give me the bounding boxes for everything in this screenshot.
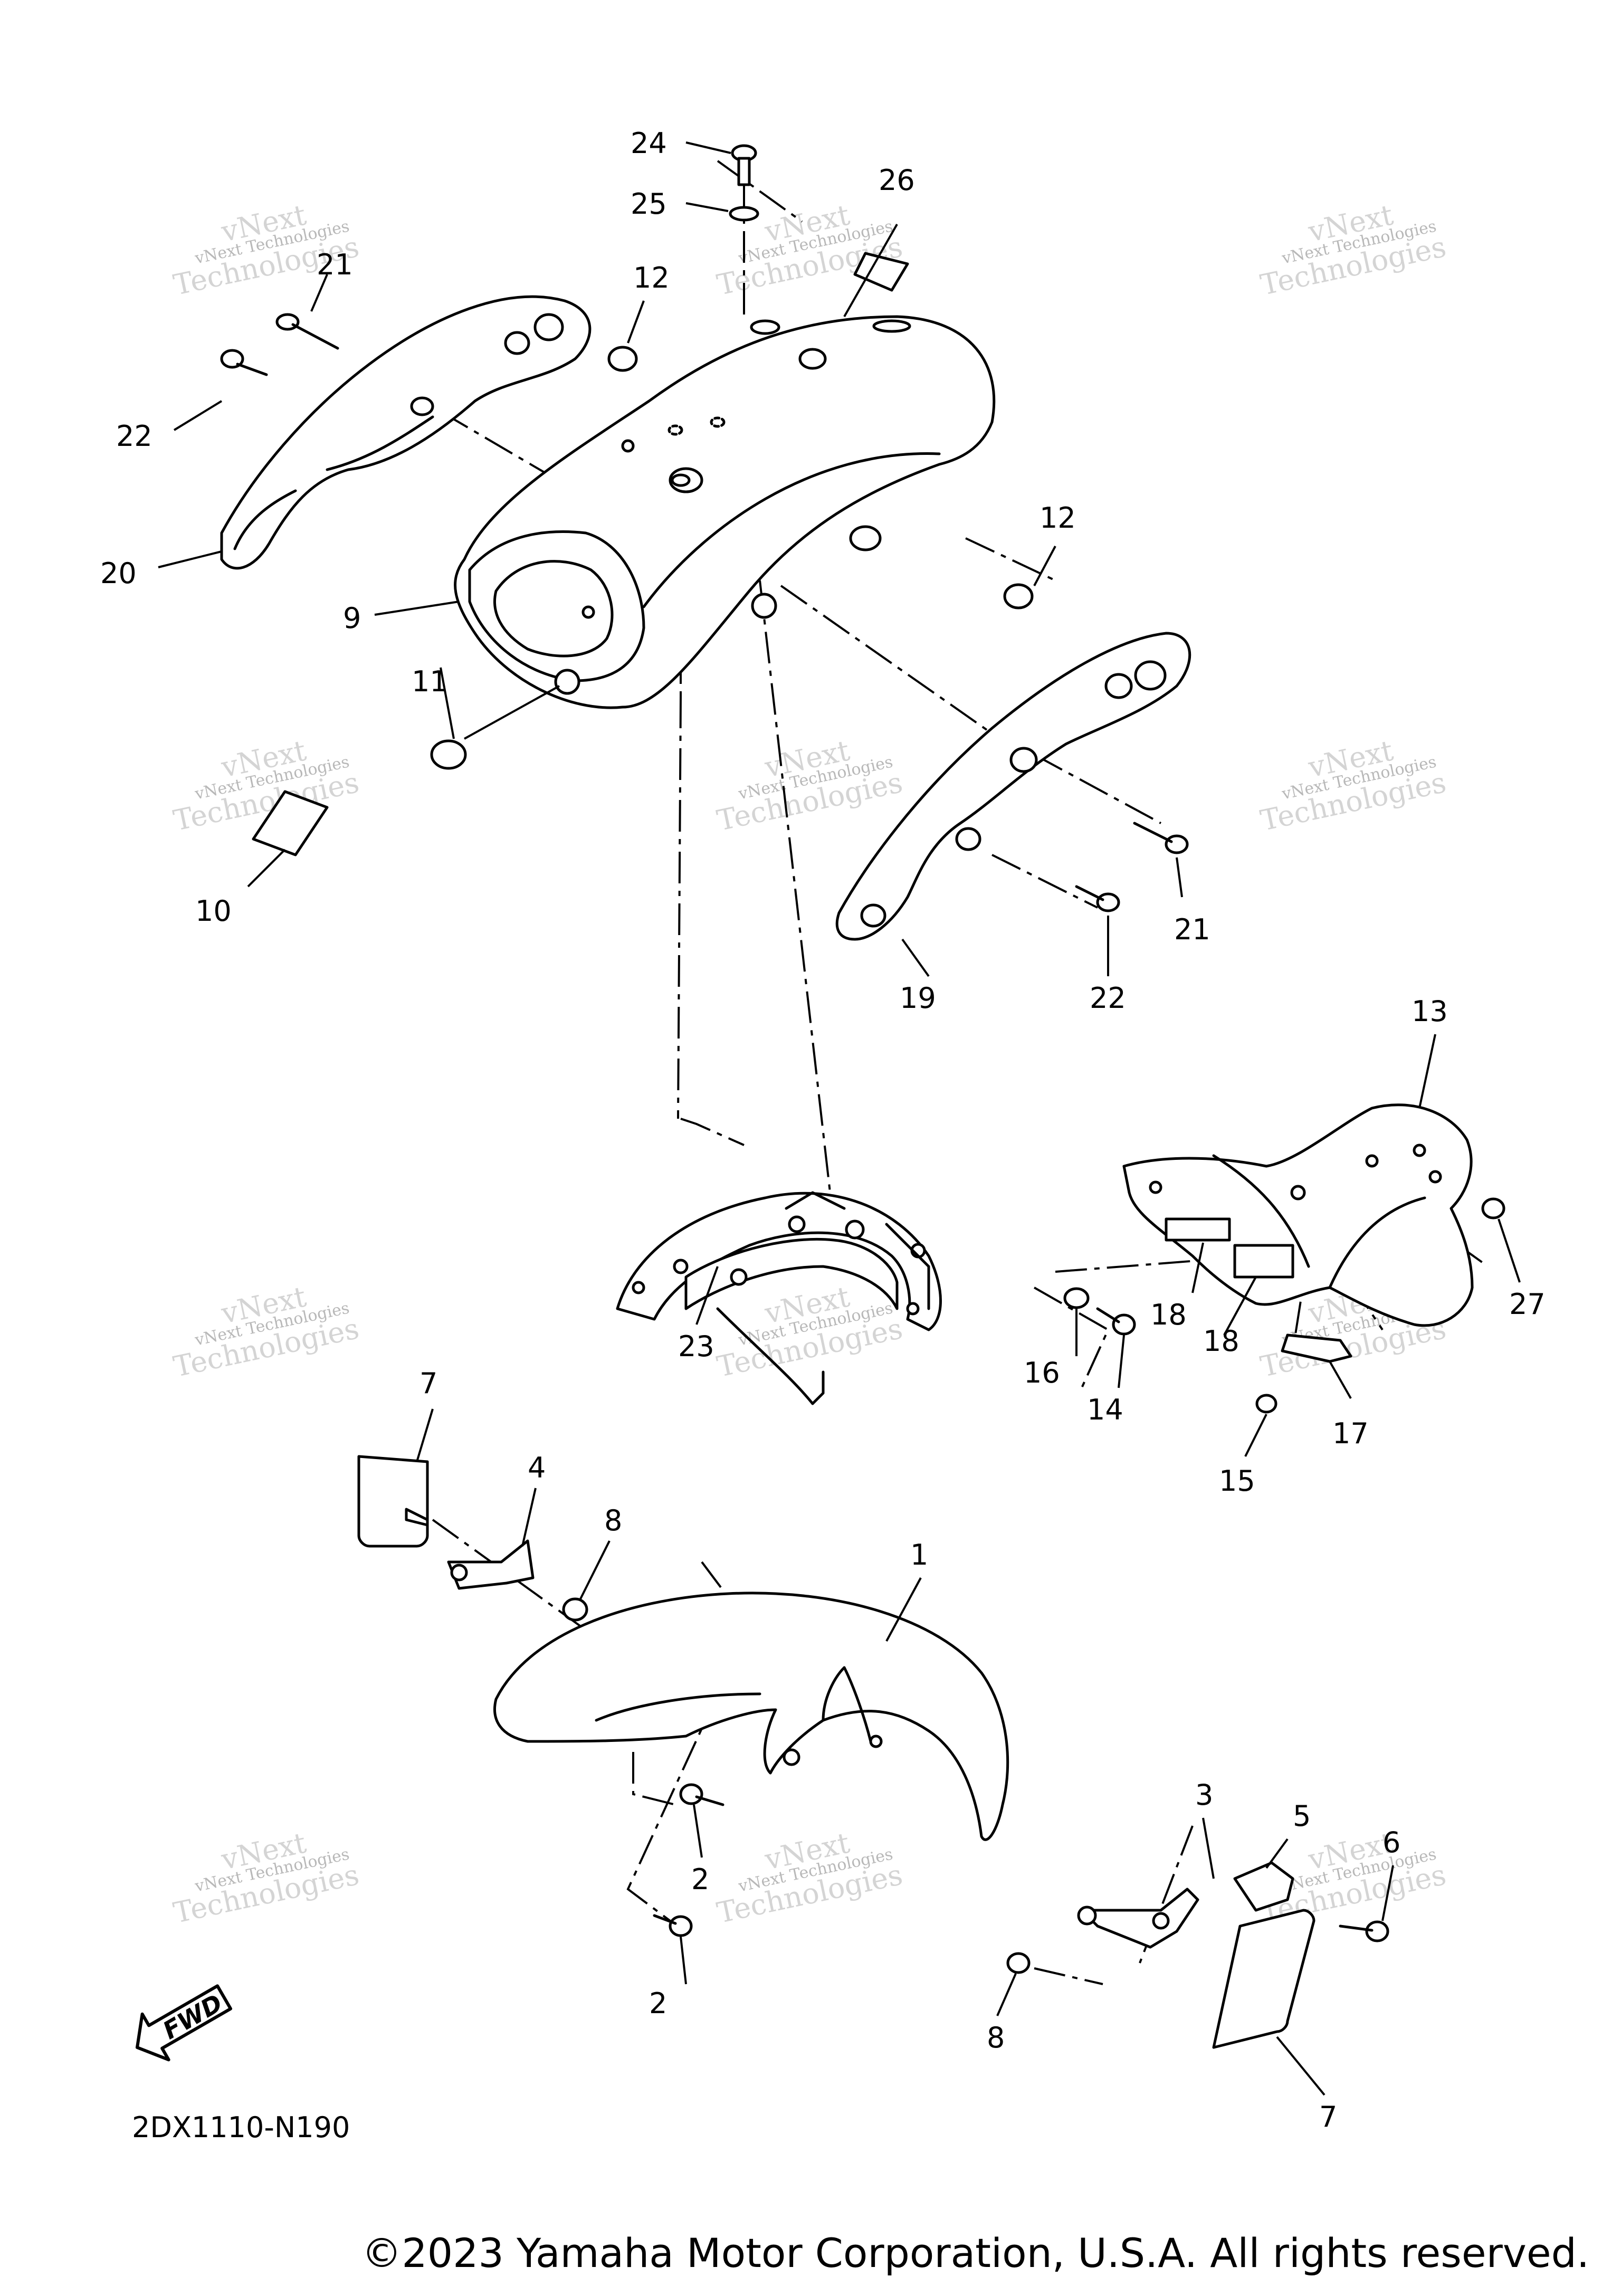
washer-16: [1063, 1287, 1090, 1309]
bracket-5-part: [1233, 1861, 1294, 1912]
right-grab-rail-part: [835, 632, 1191, 941]
callout-8: 8: [604, 1504, 622, 1537]
bracket-3-part: [1077, 1888, 1199, 1949]
callout-labels: 24 25 26 21 12 22 20 12 9 11 10 21 19 22…: [100, 127, 1546, 2133]
grommet-27: [1481, 1197, 1505, 1220]
nut-8a: [562, 1597, 588, 1622]
watermark: vNext vNext Technologies Technologies: [714, 198, 905, 301]
reflector-right-part: [1212, 1909, 1315, 2049]
callout-14: 14: [1087, 1393, 1123, 1426]
watermark: vNext vNext Technologies Technologies: [1257, 733, 1449, 837]
callout-9: 9: [343, 602, 361, 635]
callout-18: 18: [1203, 1325, 1239, 1358]
fwd-label: FWD: [158, 1988, 227, 2045]
grommet-12b: [1003, 583, 1034, 609]
rear-fender-part: [454, 315, 996, 709]
bolt-24: [731, 144, 757, 186]
callout-16: 16: [1024, 1356, 1060, 1389]
damper-18a: [1165, 1217, 1231, 1242]
fender-stay-part: [616, 1191, 942, 1405]
plate-part: [252, 790, 329, 856]
reflector-left-part: [357, 1455, 429, 1548]
parts: [220, 144, 1505, 2049]
diagram-code: 2DX1110-N190: [132, 2111, 350, 2144]
bolt-22b: [1075, 885, 1120, 912]
inner-fender-part: [1122, 1103, 1474, 1327]
grommet-12a: [607, 346, 638, 372]
callout-15: 15: [1219, 1464, 1255, 1498]
callout-25: 25: [631, 187, 667, 221]
callout-8: 8: [987, 2021, 1005, 2054]
watermark: vNext vNext Technologies Technologies: [170, 1280, 362, 1383]
callout-21: 21: [1174, 913, 1210, 946]
watermark: vNext vNext Technologies Technologies: [714, 1826, 905, 1929]
fwd-arrow-icon: [136, 1984, 233, 2062]
bolt-6: [1339, 1920, 1389, 1942]
bracket-4-part: [447, 1539, 535, 1590]
leader-lines: [158, 141, 1521, 2096]
watermark: vNext vNext Technologies Technologies: [1257, 198, 1449, 301]
fwd-arrow: FWD: [136, 1984, 233, 2062]
bolt-21a: [275, 313, 339, 350]
bolt-14: [1096, 1307, 1136, 1336]
callout-23: 23: [678, 1330, 714, 1363]
copyright-notice: ©2023 Yamaha Motor Corporation, U.S.A. A…: [361, 2230, 1589, 2276]
callout-13: 13: [1412, 995, 1448, 1028]
nut-15: [1255, 1394, 1277, 1414]
callout-4: 4: [528, 1451, 546, 1484]
callout-19: 19: [900, 982, 936, 1015]
watermark: vNext vNext Technologies Technologies: [170, 733, 362, 837]
watermark: vNext vNext Technologies Technologies: [170, 1826, 362, 1929]
bolt-2a: [679, 1783, 724, 1806]
callout-26: 26: [879, 164, 915, 197]
damper-18b: [1233, 1244, 1294, 1279]
callout-24: 24: [631, 127, 667, 160]
washer-25: [729, 206, 759, 222]
callout-20: 20: [100, 557, 137, 590]
callout-1: 1: [910, 1538, 928, 1571]
callout-17: 17: [1332, 1417, 1369, 1450]
callout-5: 5: [1293, 1799, 1311, 1833]
callout-12: 12: [1040, 501, 1076, 535]
callout-22: 22: [116, 420, 152, 453]
nut-8b: [1006, 1952, 1031, 1974]
callout-2: 2: [691, 1863, 709, 1896]
callout-10: 10: [195, 894, 232, 928]
callout-21: 21: [317, 248, 353, 281]
callout-3: 3: [1195, 1778, 1213, 1812]
callout-22: 22: [1090, 982, 1126, 1015]
bolt-22a: [220, 349, 268, 376]
left-grab-rail-part: [220, 295, 592, 570]
callout-27: 27: [1509, 1288, 1546, 1321]
callout-11: 11: [412, 665, 448, 698]
callout-12: 12: [633, 261, 670, 294]
watermark: vNext vNext Technologies Technologies: [714, 733, 905, 837]
emblem-26: [853, 252, 909, 292]
front-fender-part: [493, 1592, 1009, 1841]
clip-17: [1281, 1333, 1352, 1363]
callout-7: 7: [1319, 2100, 1337, 2133]
bolt-2b: [653, 1914, 693, 1937]
callout-2: 2: [649, 1987, 667, 2020]
watermark: vNext vNext Technologies Technologies: [170, 198, 362, 301]
callout-6: 6: [1382, 1826, 1400, 1859]
callout-7: 7: [419, 1367, 437, 1400]
bolt-21b: [1133, 822, 1189, 854]
grommet-11: [430, 739, 467, 770]
callout-18: 18: [1150, 1298, 1187, 1331]
